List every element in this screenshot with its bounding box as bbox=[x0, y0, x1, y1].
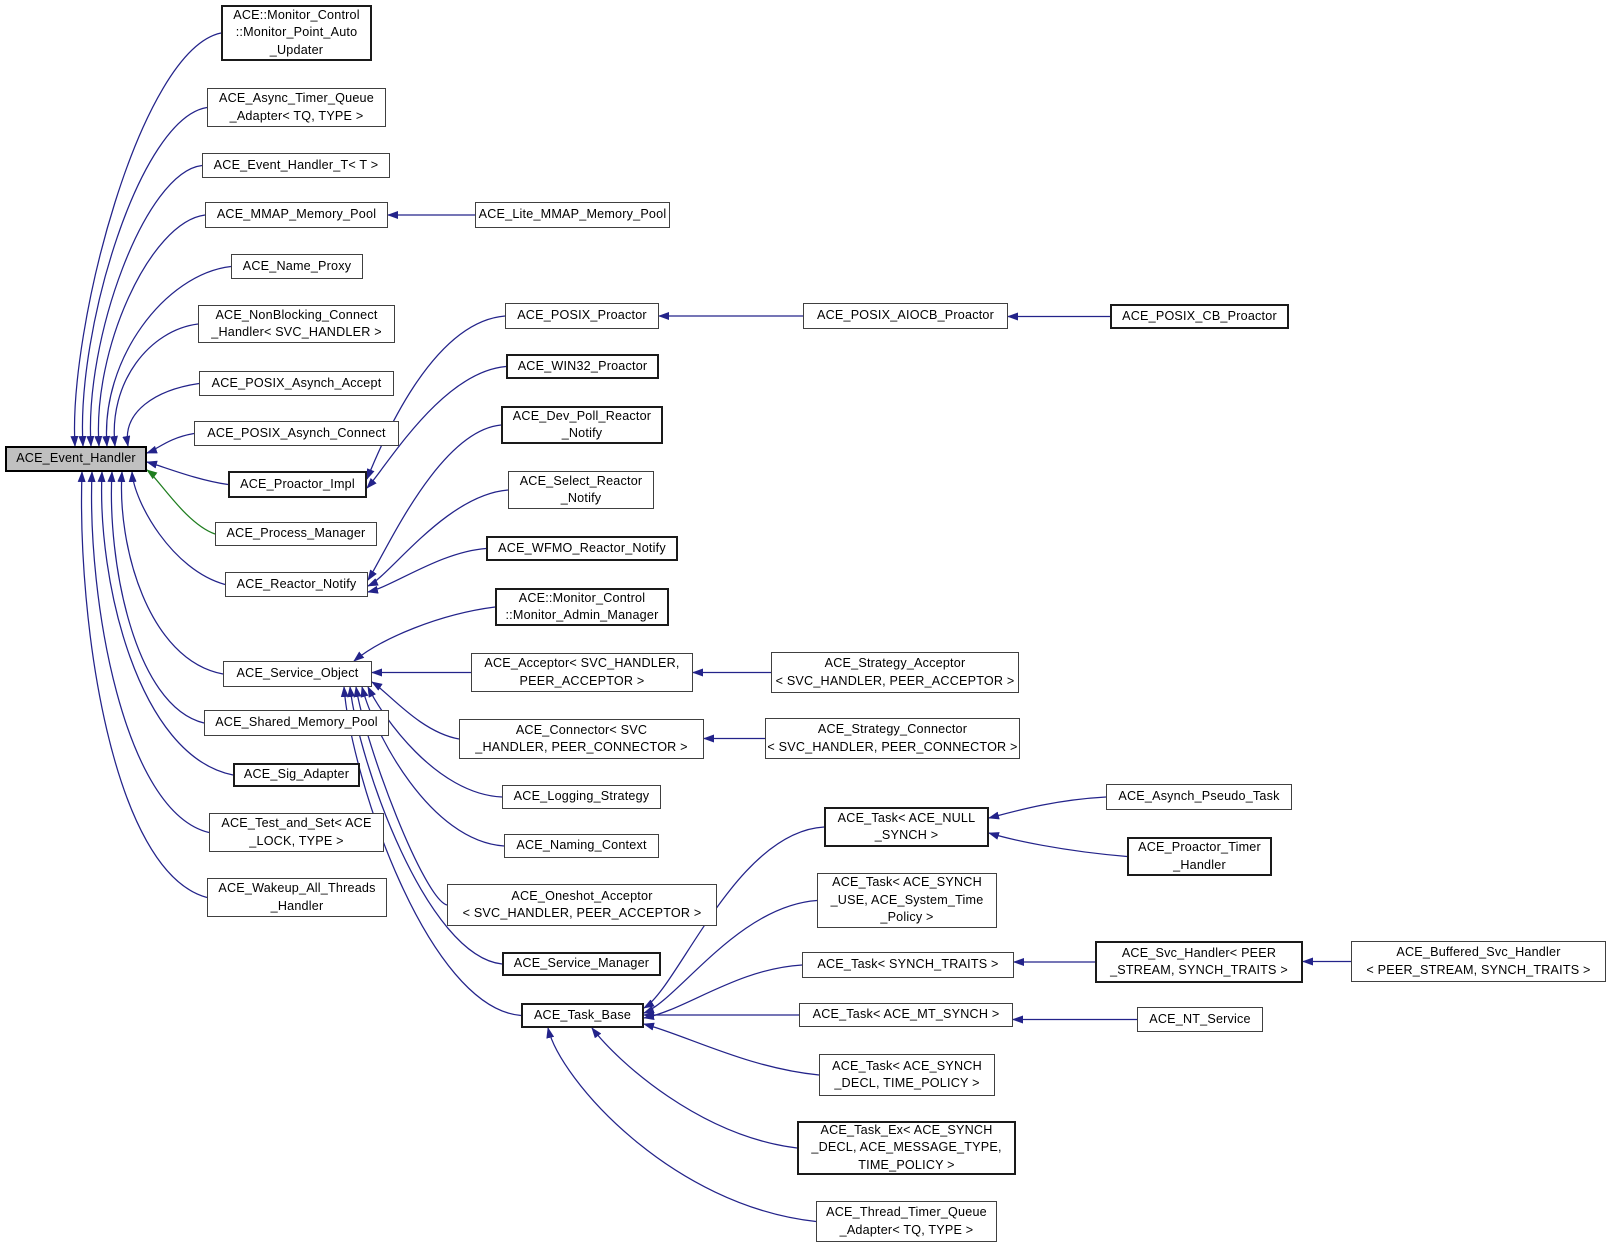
inheritance-edge-thread_timer_queue_adapter-to-task_base bbox=[546, 1027, 817, 1223]
inheritance-edge-name_proxy-to-event_handler bbox=[102, 265, 232, 447]
class-node-posix-cb-proactor[interactable]: ACE_POSIX_CB_Proactor bbox=[1110, 304, 1289, 329]
class-node-test-and-set[interactable]: ACE_Test_and_Set< ACE _LOCK, TYPE > bbox=[209, 813, 384, 852]
inheritance-edge-wakeup_all_threads_handler-to-event_handler bbox=[77, 471, 208, 899]
inheritance-edge-shared_memory_pool-to-event_handler bbox=[107, 471, 205, 724]
inheritance-edge-proactor_timer_handler-to-task_null_synch bbox=[988, 832, 1128, 858]
inheritance-edge-wfmo_reactor_notify-to-reactor_notify bbox=[367, 547, 487, 594]
class-node-posix-proactor[interactable]: ACE_POSIX_Proactor bbox=[505, 303, 659, 329]
class-node-asynch-pseudo-task[interactable]: ACE_Asynch_Pseudo_Task bbox=[1106, 784, 1292, 810]
class-node-event-handler[interactable]: ACE_Event_Handler bbox=[5, 446, 147, 472]
class-node-service-object[interactable]: ACE_Service_Object bbox=[223, 661, 372, 687]
class-node-svc-handler[interactable]: ACE_Svc_Handler< PEER _STREAM, SYNCH_TRA… bbox=[1095, 941, 1303, 983]
class-node-posix-aiocb-proactor[interactable]: ACE_POSIX_AIOCB_Proactor bbox=[803, 303, 1008, 329]
inheritance-edge-event_handler_t-to-event_handler bbox=[86, 164, 203, 447]
class-node-strategy-acceptor[interactable]: ACE_Strategy_Acceptor < SVC_HANDLER, PEE… bbox=[771, 652, 1019, 693]
inheritance-edge-monitor_point_auto_updater-to-event_handler bbox=[70, 32, 222, 447]
class-node-connector[interactable]: ACE_Connector< SVC _HANDLER, PEER_CONNEC… bbox=[459, 719, 704, 759]
inheritance-edge-connector-to-service_object bbox=[371, 681, 460, 740]
inheritance-edge-service_object-to-event_handler bbox=[117, 471, 224, 675]
class-node-nt-service[interactable]: ACE_NT_Service bbox=[1137, 1007, 1263, 1032]
inheritance-edge-select_reactor_notify-to-reactor_notify bbox=[367, 489, 509, 587]
class-node-posix-asynch-connect[interactable]: ACE_POSIX_Asynch_Connect bbox=[194, 421, 399, 446]
class-node-nonblocking-connect-handler[interactable]: ACE_NonBlocking_Connect _Handler< SVC_HA… bbox=[198, 305, 395, 343]
inheritance-edge-test_and_set-to-event_handler bbox=[87, 471, 210, 834]
inheritance-edge-mmap_memory_pool-to-event_handler bbox=[94, 214, 206, 447]
class-node-wakeup-all-threads-handler[interactable]: ACE_Wakeup_All_Threads _Handler bbox=[207, 878, 387, 917]
inheritance-edge-asynch_pseudo_task-to-task_null_synch bbox=[988, 796, 1107, 820]
inheritance-edge-posix_asynch_accept-to-event_handler bbox=[122, 382, 200, 447]
inheritance-edge-posix_proactor-to-proactor_impl bbox=[366, 315, 506, 480]
inheritance-edge-reactor_notify-to-event_handler bbox=[128, 471, 226, 586]
class-node-posix-asynch-accept[interactable]: ACE_POSIX_Asynch_Accept bbox=[199, 371, 394, 396]
class-node-win32-proactor[interactable]: ACE_WIN32_Proactor bbox=[506, 354, 659, 379]
class-node-task-synch-decl[interactable]: ACE_Task< ACE_SYNCH _DECL, TIME_POLICY > bbox=[819, 1054, 995, 1096]
class-node-dev-poll-reactor-notify[interactable]: ACE_Dev_Poll_Reactor _Notify bbox=[501, 406, 663, 444]
inheritance-edge-task_ex-to-task_base bbox=[591, 1027, 798, 1149]
class-node-mmap-memory-pool[interactable]: ACE_MMAP_Memory_Pool bbox=[205, 202, 388, 228]
inheritance-edge-process_manager-to-event_handler bbox=[146, 469, 216, 535]
class-node-monitor-admin-manager[interactable]: ACE::Monitor_Control ::Monitor_Admin_Man… bbox=[495, 588, 669, 626]
inheritance-edge-posix_asynch_connect-to-event_handler bbox=[146, 432, 195, 454]
class-node-buffered-svc-handler[interactable]: ACE_Buffered_Svc_Handler < PEER_STREAM, … bbox=[1351, 941, 1606, 982]
class-node-acceptor[interactable]: ACE_Acceptor< SVC_HANDLER, PEER_ACCEPTOR… bbox=[471, 653, 693, 692]
inheritance-edge-monitor_admin_manager-to-service_object bbox=[353, 606, 496, 662]
inheritance-edge-naming_context-to-service_object bbox=[360, 686, 505, 847]
class-node-lite-mmap-memory-pool[interactable]: ACE_Lite_MMAP_Memory_Pool bbox=[475, 202, 670, 228]
class-node-proactor-timer-handler[interactable]: ACE_Proactor_Timer _Handler bbox=[1127, 837, 1272, 876]
class-node-proactor-impl[interactable]: ACE_Proactor_Impl bbox=[228, 471, 367, 498]
class-node-task-base[interactable]: ACE_Task_Base bbox=[521, 1003, 644, 1028]
class-node-task-null-synch[interactable]: ACE_Task< ACE_NULL _SYNCH > bbox=[824, 807, 989, 847]
class-node-shared-memory-pool[interactable]: ACE_Shared_Memory_Pool bbox=[204, 710, 389, 736]
class-node-wfmo-reactor-notify[interactable]: ACE_WFMO_Reactor_Notify bbox=[486, 536, 678, 561]
class-node-task-synch-traits[interactable]: ACE_Task< SYNCH_TRAITS > bbox=[802, 952, 1014, 978]
class-node-logging-strategy[interactable]: ACE_Logging_Strategy bbox=[502, 785, 661, 809]
inheritance-edge-sig_adapter-to-event_handler bbox=[97, 471, 234, 776]
class-node-async-timer-queue-adapter[interactable]: ACE_Async_Timer_Queue _Adapter< TQ, TYPE… bbox=[207, 88, 386, 127]
class-node-oneshot-acceptor[interactable]: ACE_Oneshot_Acceptor < SVC_HANDLER, PEER… bbox=[447, 884, 717, 926]
inheritance-edge-logging_strategy-to-service_object bbox=[367, 686, 503, 798]
class-node-select-reactor-notify[interactable]: ACE_Select_Reactor _Notify bbox=[508, 471, 654, 509]
inheritance-edge-task_synch_traits-to-task_base bbox=[643, 964, 803, 1021]
class-node-strategy-connector[interactable]: ACE_Strategy_Connector < SVC_HANDLER, PE… bbox=[765, 718, 1020, 759]
class-node-event-handler-t[interactable]: ACE_Event_Handler_T< T > bbox=[202, 153, 390, 178]
class-node-task-synch-use[interactable]: ACE_Task< ACE_SYNCH _USE, ACE_System_Tim… bbox=[817, 873, 997, 928]
class-node-naming-context[interactable]: ACE_Naming_Context bbox=[504, 834, 659, 858]
inheritance-edge-task_synch_use-to-task_base bbox=[643, 899, 818, 1014]
class-node-thread-timer-queue-adapter[interactable]: ACE_Thread_Timer_Queue _Adapter< TQ, TYP… bbox=[816, 1201, 997, 1242]
inheritance-edge-win32_proactor-to-proactor_impl bbox=[366, 365, 507, 489]
inheritance-edge-nonblocking_connect_handler-to-event_handler bbox=[109, 323, 199, 447]
class-node-name-proxy[interactable]: ACE_Name_Proxy bbox=[231, 254, 363, 279]
class-node-service-manager[interactable]: ACE_Service_Manager bbox=[502, 952, 661, 976]
class-node-task-mt-synch[interactable]: ACE_Task< ACE_MT_SYNCH > bbox=[799, 1003, 1013, 1027]
class-node-process-manager[interactable]: ACE_Process_Manager bbox=[215, 522, 377, 546]
class-node-task-ex[interactable]: ACE_Task_Ex< ACE_SYNCH _DECL, ACE_MESSAG… bbox=[797, 1121, 1016, 1175]
class-node-sig-adapter[interactable]: ACE_Sig_Adapter bbox=[233, 763, 360, 787]
inheritance-edge-proactor_impl-to-event_handler bbox=[146, 460, 229, 486]
inheritance-edge-dev_poll_reactor_notify-to-reactor_notify bbox=[367, 424, 502, 581]
class-node-reactor-notify[interactable]: ACE_Reactor_Notify bbox=[225, 572, 368, 597]
inheritance-edge-async_timer_queue_adapter-to-event_handler bbox=[78, 106, 208, 447]
inheritance-edge-task_synch_decl-to-task_base bbox=[643, 1022, 820, 1076]
class-node-monitor-point-auto-updater[interactable]: ACE::Monitor_Control ::Monitor_Point_Aut… bbox=[221, 5, 372, 61]
